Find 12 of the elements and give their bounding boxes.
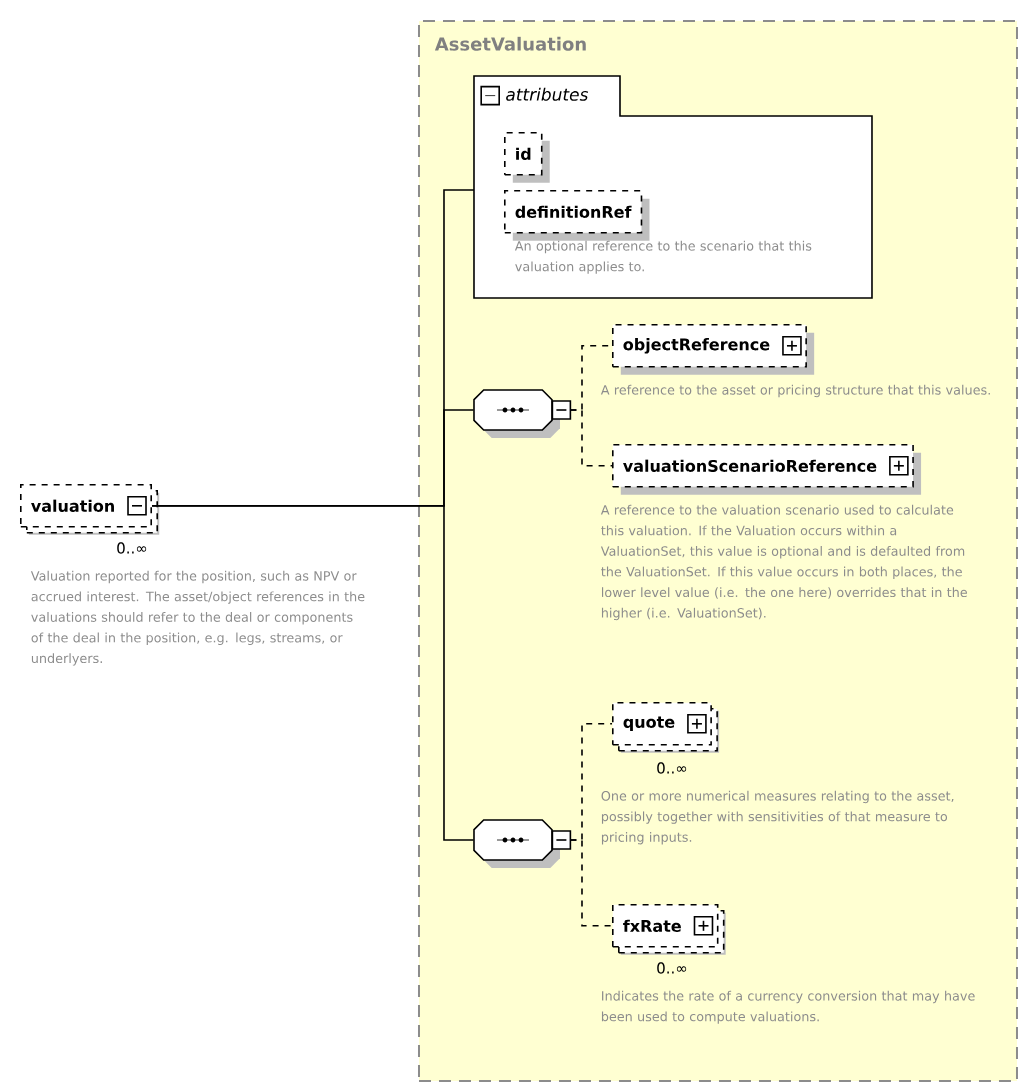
element-box: id: [504, 132, 550, 183]
element-box: valuation: [20, 484, 160, 535]
element-box: definitionRef: [504, 190, 650, 241]
sequence-symbol: [473, 389, 572, 438]
sequence-symbol: [473, 819, 572, 868]
element-box: valuationScenarioReference: [612, 444, 922, 495]
connector-line: [569, 409, 613, 467]
element-box: objectReference: [612, 324, 815, 375]
element-box: fxRate: [612, 904, 726, 955]
element-box: quote: [612, 702, 720, 753]
connector-line: [569, 839, 613, 927]
connector-line: [151, 505, 475, 841]
